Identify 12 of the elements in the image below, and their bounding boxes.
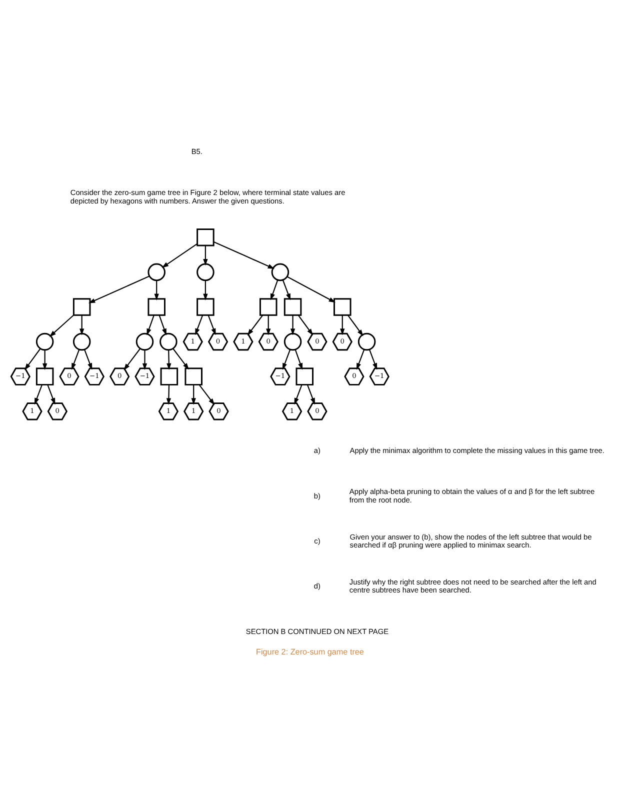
label: d) bbox=[314, 582, 321, 591]
label: SECTION B CONTINUED ON NEXT PAGE bbox=[246, 626, 389, 636]
label: B5. bbox=[191, 147, 202, 156]
label: Given your answer to (b), show the nodes of the left subtree that would be searched if αβ pruning were applied to minimax search. bbox=[350, 532, 592, 550]
label: c) bbox=[314, 536, 320, 546]
label: b) bbox=[314, 491, 321, 500]
caption: Figure 2: Zero-sum game tree bbox=[256, 648, 364, 657]
label: a) bbox=[314, 446, 321, 456]
label: Justify why the right subtree does not need to be searched after the left and centre subtrees have been searched. bbox=[349, 578, 596, 595]
label: Apply the minimax algorithm to complete the missing values in this game tree. bbox=[350, 446, 604, 456]
label: Consider the zero-sum game tree in Figure 2 below, where terminal state values are depicted by hexagons with numbers. Answer the given questions. bbox=[70, 188, 346, 206]
label: Apply alpha-beta pruning to obtain the values of α and β for the left subtree from the root node. bbox=[349, 487, 595, 504]
